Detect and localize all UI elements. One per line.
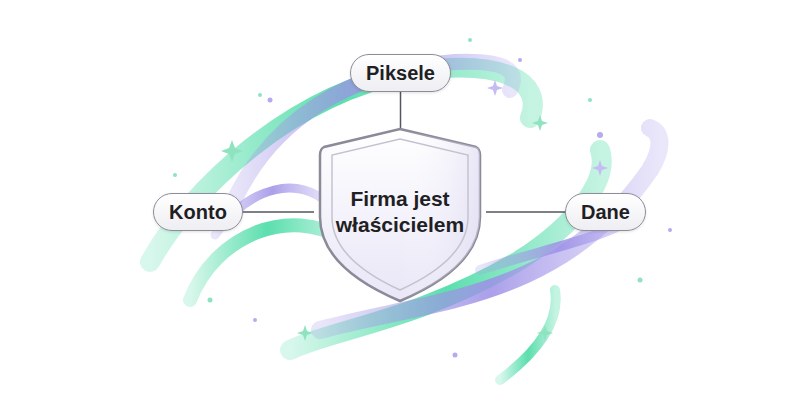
green-ribbon (500, 290, 556, 380)
purple-ribbon (320, 128, 659, 330)
connector-line (486, 212, 565, 213)
pill-text: Dane (581, 201, 630, 224)
dots (253, 58, 672, 358)
label-pill: Dane (565, 193, 646, 231)
connector-line (243, 212, 314, 213)
shield-text: Firma jest właścicielem (322, 186, 478, 237)
pill-text: Konto (169, 201, 227, 224)
label-pill: Piksele (350, 54, 451, 92)
shield-node: Firma jest właścicielem (314, 125, 486, 305)
sparkles (173, 38, 643, 341)
connector-line (400, 92, 401, 128)
pill-text: Piksele (366, 62, 435, 85)
label-pill: Konto (153, 193, 243, 231)
